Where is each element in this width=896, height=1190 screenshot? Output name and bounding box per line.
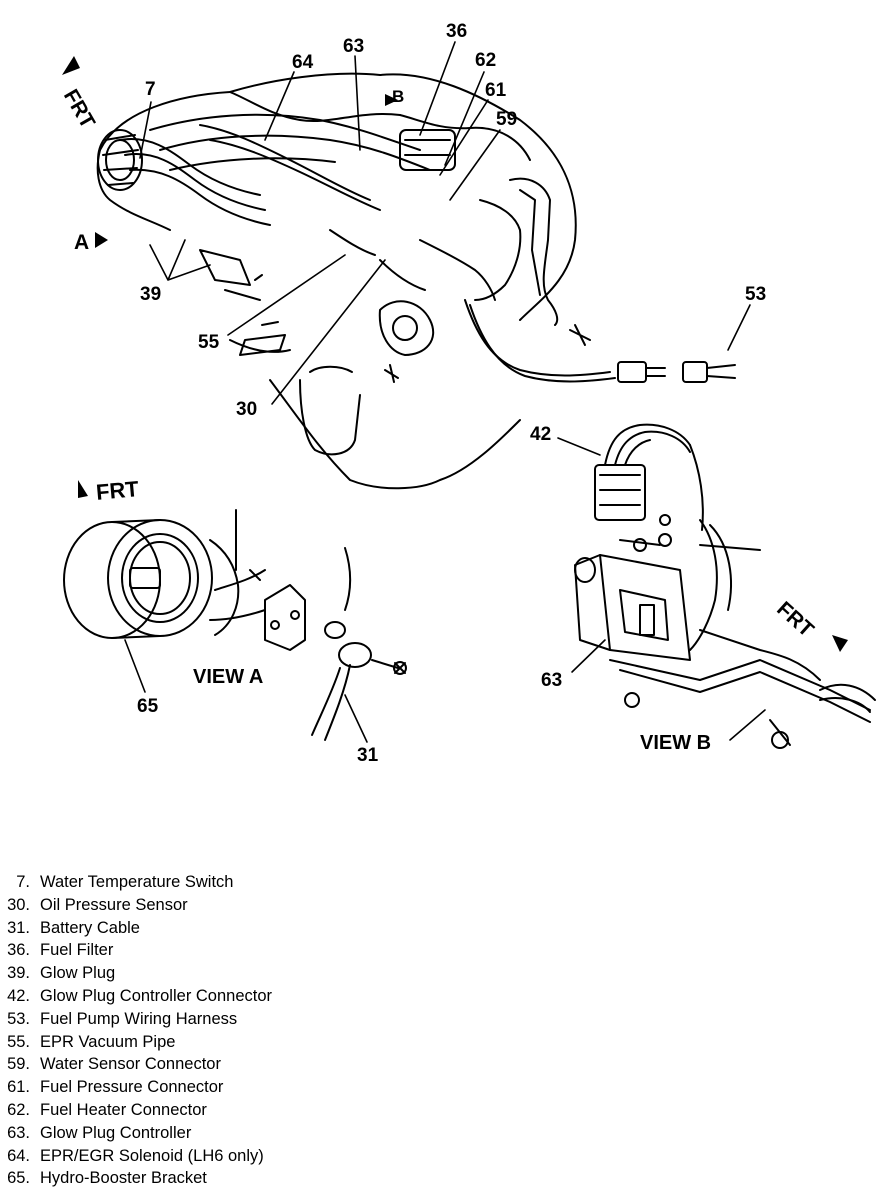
legend-number: 31.: [7, 918, 30, 937]
legend-number: 36.: [7, 941, 30, 960]
legend-number: 62.: [7, 1100, 30, 1119]
legend-text: Glow Plug: [40, 964, 116, 983]
legend-text: Hydro-Booster Bracket: [40, 1169, 207, 1188]
legend-number: 65.: [7, 1169, 30, 1188]
parts-legend: 7. Water Temperature Switch 30. Oil Pressu…: [0, 871, 420, 1190]
legend-number: 64.: [7, 1146, 30, 1165]
callout-31: 31: [357, 745, 379, 766]
legend-text: EPR Vacuum Pipe: [40, 1032, 176, 1051]
callout-65: 65: [137, 696, 159, 717]
legend-item: 55. EPR Vacuum Pipe: [0, 1031, 420, 1054]
callout-39: 39: [140, 284, 162, 305]
legend-text: Fuel Filter: [40, 941, 114, 960]
legend-number: 63.: [7, 1123, 30, 1142]
legend-item: 62. Fuel Heater Connector: [0, 1099, 420, 1122]
legend-item: 7. Water Temperature Switch: [0, 871, 420, 894]
legend-number: 53.: [7, 1009, 30, 1028]
callout-59: 59: [496, 109, 518, 130]
frt-view-b-arrow: [832, 635, 848, 652]
legend-text: Water Sensor Connector: [40, 1055, 221, 1074]
callout-42: 42: [530, 424, 552, 445]
a-marker-arrow: [95, 232, 108, 248]
callout-64: 64: [292, 52, 314, 73]
legend-text: Water Temperature Switch: [40, 873, 234, 891]
legend-item: 59. Water Sensor Connector: [0, 1053, 420, 1076]
engine-assembly-drawing: [96, 72, 736, 490]
legend-item: 30. Oil Pressure Sensor: [0, 894, 420, 917]
callout-55: 55: [198, 332, 220, 353]
callout-leaders-view-b: [557, 437, 766, 741]
callout-61: 61: [485, 80, 507, 101]
legend-text: Oil Pressure Sensor: [40, 895, 188, 914]
callout-62: 62: [475, 50, 497, 71]
callout-36: 36: [446, 21, 468, 42]
direction-markers: [62, 56, 848, 652]
b-marker-arrow: [385, 94, 398, 106]
legend-item: 42. Glow Plug Controller Connector: [0, 985, 420, 1008]
legend-number: 42.: [7, 986, 30, 1005]
view-a-label: VIEW A: [193, 666, 264, 688]
legend-item: 63. Glow Plug Controller: [0, 1122, 420, 1145]
callout-7: 7: [145, 79, 156, 100]
legend-text: Battery Cable: [40, 918, 140, 937]
callout-53: 53: [745, 284, 767, 305]
engine-wiring-diagram: [62, 41, 876, 749]
legend-item: 31. Battery Cable: [0, 917, 420, 940]
callout-63-view-b: 63: [541, 670, 563, 691]
callout-leaders-view-a: [124, 639, 368, 743]
frt-top-arrow: [62, 56, 80, 75]
legend-number: 55.: [7, 1032, 30, 1051]
legend-text: Glow Plug Controller Connector: [40, 986, 273, 1005]
legend-item: 64. EPR/EGR Solenoid (LH6 only): [0, 1145, 420, 1168]
legend-text: Fuel Pump Wiring Harness: [40, 1009, 238, 1028]
legend-number: 39.: [7, 964, 30, 983]
legend-text: EPR/EGR Solenoid (LH6 only): [40, 1146, 264, 1165]
legend-item: 36. Fuel Filter: [0, 939, 420, 962]
legend-text: Glow Plug Controller: [40, 1123, 192, 1142]
legend-item: 65. Hydro-Booster Bracket: [0, 1167, 420, 1190]
callout-63-main: 63: [343, 36, 365, 57]
legend-number: 61.: [7, 1078, 30, 1097]
view-b-drawing: [574, 423, 876, 749]
legend-item: 61. Fuel Pressure Connector: [0, 1076, 420, 1099]
legend-text: Fuel Pressure Connector: [40, 1078, 224, 1097]
a-marker-label: A: [74, 231, 90, 254]
frt-view-a-label: FRT: [94, 476, 140, 505]
legend-item: 53. Fuel Pump Wiring Harness: [0, 1008, 420, 1031]
legend-number: 59.: [7, 1055, 30, 1074]
b-marker-label: B: [392, 87, 405, 106]
callout-30: 30: [236, 399, 258, 420]
frt-view-a-arrow: [78, 480, 88, 498]
legend-number: 7.: [16, 873, 30, 891]
view-b-label: VIEW B: [640, 732, 712, 754]
legend-text: Fuel Heater Connector: [40, 1100, 207, 1119]
callout-leaders-main: [139, 41, 751, 405]
legend-item: 39. Glow Plug: [0, 962, 420, 985]
view-a-drawing: [63, 509, 407, 741]
legend-number: 30.: [7, 895, 30, 914]
